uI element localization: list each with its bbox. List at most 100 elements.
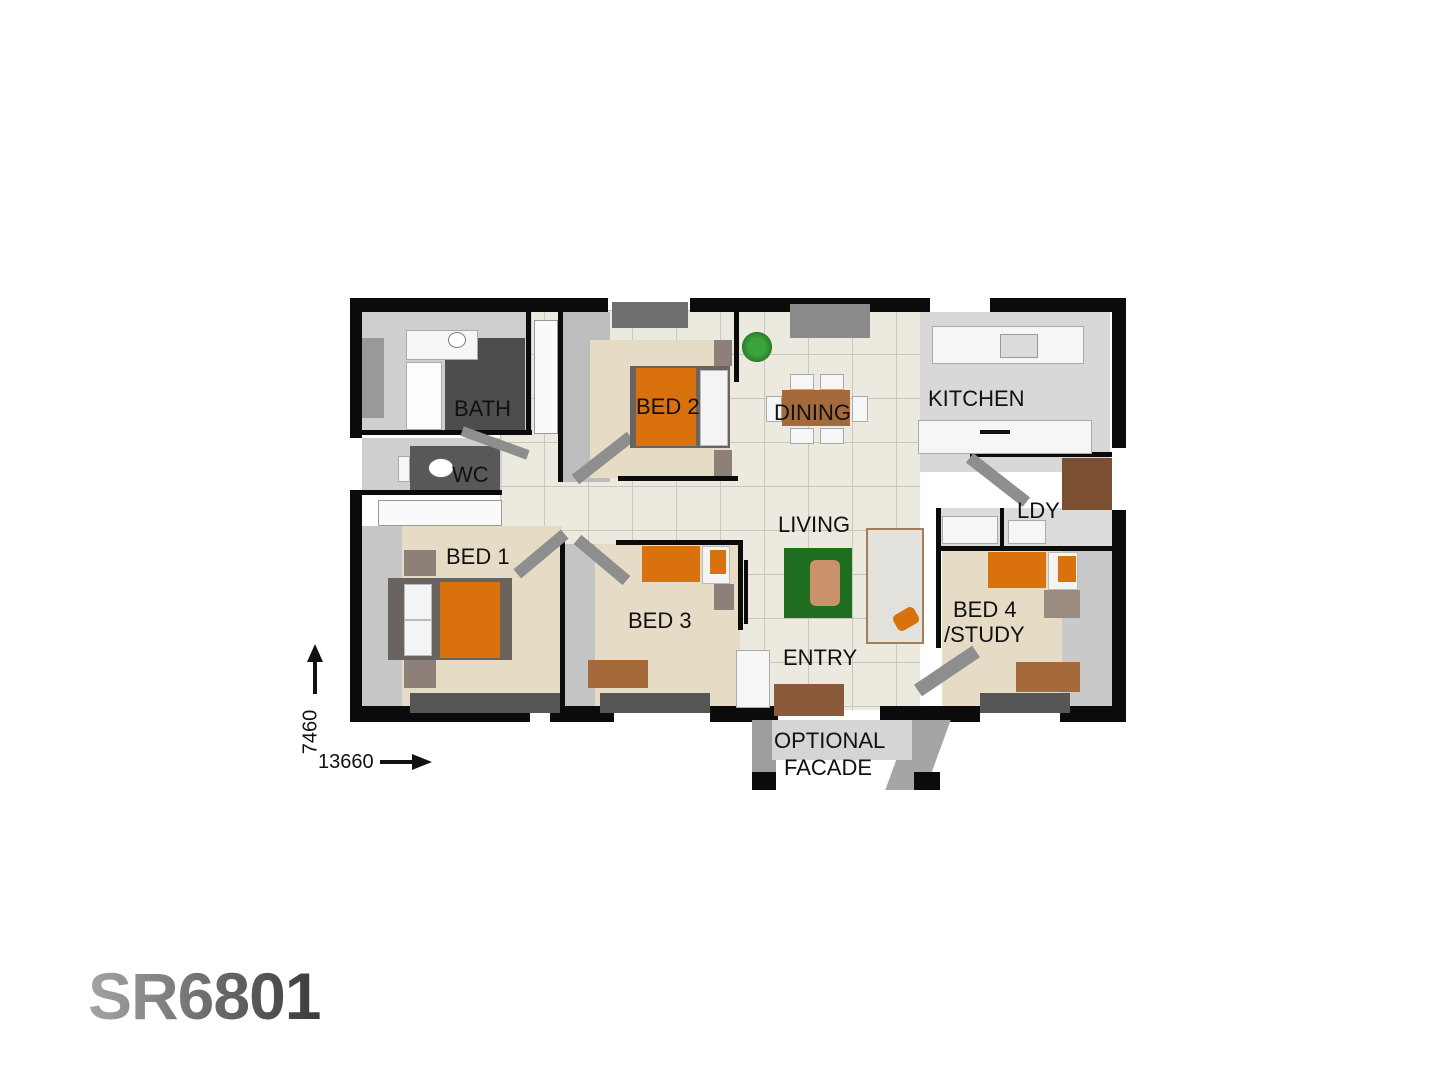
outer-wall-bottom-4 <box>880 706 980 722</box>
facade-label-line2: FACADE <box>784 755 873 780</box>
bathtub <box>406 362 442 430</box>
bed3-desk <box>588 660 648 688</box>
width-dimension: 13660 <box>318 750 438 778</box>
kitchen-cooktop <box>980 430 1010 434</box>
wall-bed3-top <box>616 540 742 545</box>
kitchen-island <box>918 420 1092 454</box>
floor-plan: BATH WC BED 2 DINING KITCHEN LDY LIVING … <box>350 298 1126 722</box>
wall-kitchen-bottom <box>970 452 1112 457</box>
outer-wall-left-top <box>350 298 362 438</box>
plant <box>742 332 772 362</box>
entry-cupboard <box>736 650 770 708</box>
bath-basin <box>448 332 466 348</box>
bed1-pillow-2 <box>404 620 432 656</box>
dining-table <box>782 390 850 426</box>
bed2-pillow <box>700 370 728 446</box>
bed2-cover <box>636 368 696 446</box>
wall-bed3-right <box>738 540 743 630</box>
wall-bed2-right <box>734 312 739 382</box>
laundry-tub <box>942 516 998 544</box>
arrow-right-icon <box>412 754 432 770</box>
arrow-up-icon <box>307 644 323 662</box>
laundry-external-door[interactable] <box>1062 458 1112 510</box>
entry-porch-deck <box>774 684 844 716</box>
facade-column-left-base <box>752 772 776 790</box>
wc-dark-floor <box>410 446 500 492</box>
arrow-right-shaft <box>380 760 414 764</box>
bath-vanity <box>406 330 478 360</box>
bed1-nightstand-bottom <box>404 660 436 688</box>
wall-bath-wir <box>526 312 531 434</box>
wc-cistern <box>398 456 410 482</box>
bed1-nightstand-top <box>404 550 436 576</box>
dining-chair-5 <box>766 396 782 422</box>
room-label-entry: ENTRY <box>783 645 858 670</box>
laundry-machine <box>1008 520 1046 544</box>
outer-wall-right-top <box>1112 298 1126 448</box>
wall-bed1-bed3 <box>560 540 565 710</box>
window-bed4 <box>980 693 1070 713</box>
toilet <box>428 458 454 478</box>
bed3-pillow-cover <box>710 550 726 574</box>
room-label-wc: WC <box>452 462 489 487</box>
outer-wall-left-bottom <box>350 490 362 722</box>
facade-label-line1: OPTIONAL <box>774 728 886 753</box>
wall-bed4-left <box>936 508 941 648</box>
room-label-study: /STUDY <box>944 622 1025 647</box>
bed4-pillow-cover <box>1058 556 1076 582</box>
model-code: SR6801 <box>88 959 322 1033</box>
dining-chair-1 <box>790 374 814 390</box>
wardrobe-bed1 <box>378 500 502 526</box>
window-bed2 <box>612 302 688 328</box>
wall-bath-wc <box>362 430 532 435</box>
room-label-bed4: BED 4 <box>953 597 1017 622</box>
window-dining <box>790 304 870 338</box>
dining-chair-6 <box>852 396 868 422</box>
outer-wall-bottom-2 <box>550 706 614 722</box>
window-bath <box>362 338 384 418</box>
dining-chair-4 <box>820 428 844 444</box>
bed2-nightstand-top <box>714 340 732 366</box>
outer-wall-top-3 <box>990 298 1126 312</box>
kitchen-sink <box>1000 334 1038 358</box>
bed4-drawers <box>1044 590 1080 618</box>
wall-bed2-bottom <box>618 476 738 481</box>
outer-wall-bottom-5 <box>1060 706 1126 722</box>
dining-chair-2 <box>820 374 844 390</box>
depth-value: 7460 <box>299 709 322 755</box>
room-label-bed2: BED 2 <box>636 394 700 419</box>
sofa <box>866 528 924 644</box>
bed4-desk <box>1016 662 1080 692</box>
bed3-cover <box>642 546 700 582</box>
room-label-living: LIVING <box>778 512 851 537</box>
outer-wall-top-1 <box>350 298 608 312</box>
arrow-up-shaft <box>313 660 317 694</box>
bed4-cover <box>988 552 1046 588</box>
depth-dimension: 7460 <box>299 640 330 760</box>
outer-wall-right-bottom <box>1112 510 1126 722</box>
room-label-bed3: BED 3 <box>628 608 692 633</box>
bed1-pillow-1 <box>404 584 432 620</box>
window-bed3 <box>600 693 710 713</box>
room-label-dining: DINING <box>774 400 851 425</box>
width-value: 13660 <box>318 751 374 773</box>
room-label-kitchen: KITCHEN <box>928 386 1025 411</box>
bed1-cover <box>440 582 500 658</box>
bed2-nightstand-bottom <box>714 450 732 476</box>
living-tv-wall <box>744 560 748 624</box>
optional-facade: OPTIONAL FACADE <box>752 720 951 792</box>
wall-bed4-top <box>938 546 1118 551</box>
facade-column-right-base <box>914 772 940 790</box>
wall-bed2-left <box>558 312 563 482</box>
bed3-nightstand <box>714 584 734 610</box>
window-bed1 <box>410 693 560 713</box>
facade-beam <box>772 720 912 760</box>
dining-chair-3 <box>790 428 814 444</box>
room-label-bed1: BED 1 <box>446 544 510 569</box>
wall-ldy-split <box>1000 508 1004 548</box>
room-label-bath: BATH <box>454 396 512 421</box>
outer-wall-bottom-3 <box>710 706 778 722</box>
wall-wc-wir <box>362 490 502 495</box>
wardrobe-bed2 <box>534 320 558 434</box>
coffee-table <box>810 560 840 606</box>
